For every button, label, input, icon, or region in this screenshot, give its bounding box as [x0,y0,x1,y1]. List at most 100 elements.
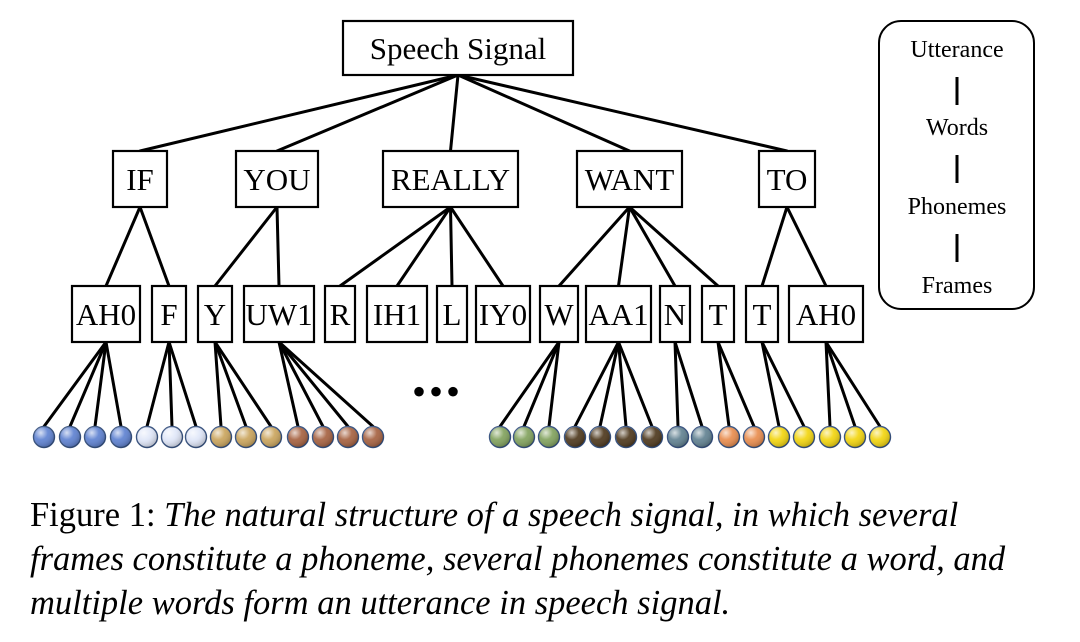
edge-phoneme-frame [104,340,123,428]
phoneme-node-w-box [538,284,580,344]
frame-circle-shading [615,426,637,448]
phoneme-node-f-box [150,284,188,344]
phoneme-node-l: L [435,284,469,344]
edge-phoneme-frame [68,340,108,428]
edge-phoneme-frame [617,340,628,428]
edge-phoneme-frame [277,340,325,428]
phoneme-node-n-label: N [664,297,686,332]
phoneme-node-ah0-box [70,284,142,344]
edge-word-phoneme [104,205,142,288]
word-node-if-box [111,149,169,209]
edge-root-word [456,73,789,153]
frame-circle-shading [235,426,257,448]
word-node-you-label: YOU [243,162,310,197]
phoneme-node-f: F [150,284,188,344]
frame-circle-shading [337,426,359,448]
edge-word-phoneme [449,205,454,288]
edge-word-phoneme [628,205,677,288]
phoneme-node-iy0-label: IY0 [479,297,527,332]
phoneme-node-ah0-label: AH0 [76,297,136,332]
ellipsis: ••• [412,369,463,414]
edge-word-phoneme [760,205,789,288]
phoneme-node-ih1: IH1 [365,284,429,344]
edge-phoneme-frame [598,340,620,428]
phoneme-node-w-label: W [544,297,574,332]
frame-circle-shading [589,426,611,448]
phoneme-node-t-label: T [709,297,728,332]
word-node-really-box [381,149,520,209]
phoneme-node-ih1-box [365,284,429,344]
phoneme-node-aa1-box [584,284,653,344]
frame-circle-shading [513,426,535,448]
frame-circle-shading [489,426,511,448]
edge-phoneme-frame [277,340,350,428]
legend-level-phonemes: Phonemes [908,194,1007,220]
frame-circle-shading [287,426,309,448]
phoneme-node-w: W [538,284,580,344]
frame-circle-shading [844,426,866,448]
phoneme-node-ih1-label: IH1 [373,297,421,332]
edge-root-word [456,73,631,153]
phoneme-node-t-box [744,284,780,344]
word-node-to: TO [757,149,817,209]
edge-phoneme-frame [277,340,300,428]
frame-circle-shading [538,426,560,448]
phoneme-node-ah0-label: AH0 [796,297,856,332]
edge-phoneme-frame [573,340,620,428]
frame-circle-shading [260,426,282,448]
frame-circles [32,425,892,449]
frame-circle-shading [667,426,689,448]
word-node-want: WANT [575,149,684,209]
edge-phoneme-frame [213,340,248,428]
edge-phoneme-frame [145,340,171,428]
phoneme-node-uw1-label: UW1 [245,297,312,332]
tree-edges [42,73,882,428]
phoneme-node-t: T [700,284,736,344]
word-node-you-box [234,149,320,209]
edge-word-phoneme [628,205,720,288]
phoneme-node-r: R [323,284,357,344]
frame-circle-shading [161,426,183,448]
phoneme-node-iy0: IY0 [474,284,532,344]
frame-circle-shading [718,426,740,448]
edge-phoneme-frame [498,340,561,428]
edge-phoneme-frame [167,340,174,428]
root-node-speech-signal: Speech Signal [341,19,575,77]
phoneme-node-l-box [435,284,469,344]
edge-phoneme-frame [760,340,781,428]
edge-word-phoneme [213,205,279,288]
edge-word-phoneme [785,205,828,288]
phoneme-node-uw1-box [242,284,316,344]
edge-phoneme-frame [716,340,756,428]
frame-circle-shading [819,426,841,448]
phoneme-node-ah0: AH0 [787,284,865,344]
frame-circle-shading [793,426,815,448]
edge-phoneme-frame [213,340,223,428]
phoneme-node-iy0-box [474,284,532,344]
frame-circle-shading [210,426,232,448]
legend-level-frames: Frames [922,273,993,299]
legend-level-words: Words [926,115,988,141]
edge-phoneme-frame [167,340,198,428]
word-node-if: IF [111,149,169,209]
edge-phoneme-frame [213,340,273,428]
phoneme-node-r-box [323,284,357,344]
edge-root-word [138,73,460,153]
frame-circle-shading [743,426,765,448]
word-node-to-label: TO [767,162,808,197]
word-node-want-box [575,149,684,209]
phoneme-node-t-box [700,284,736,344]
phoneme-node-ah0: AH0 [70,284,142,344]
phoneme-node-aa1-label: AA1 [588,297,648,332]
edge-phoneme-frame [824,340,882,428]
edge-phoneme-frame [673,340,704,428]
frame-circle-shading [84,426,106,448]
phoneme-node-aa1: AA1 [584,284,653,344]
phoneme-node-n-box [658,284,692,344]
frame-circle-shading [691,426,713,448]
edge-phoneme-frame [824,340,857,428]
phoneme-node-ah0-box [787,284,865,344]
